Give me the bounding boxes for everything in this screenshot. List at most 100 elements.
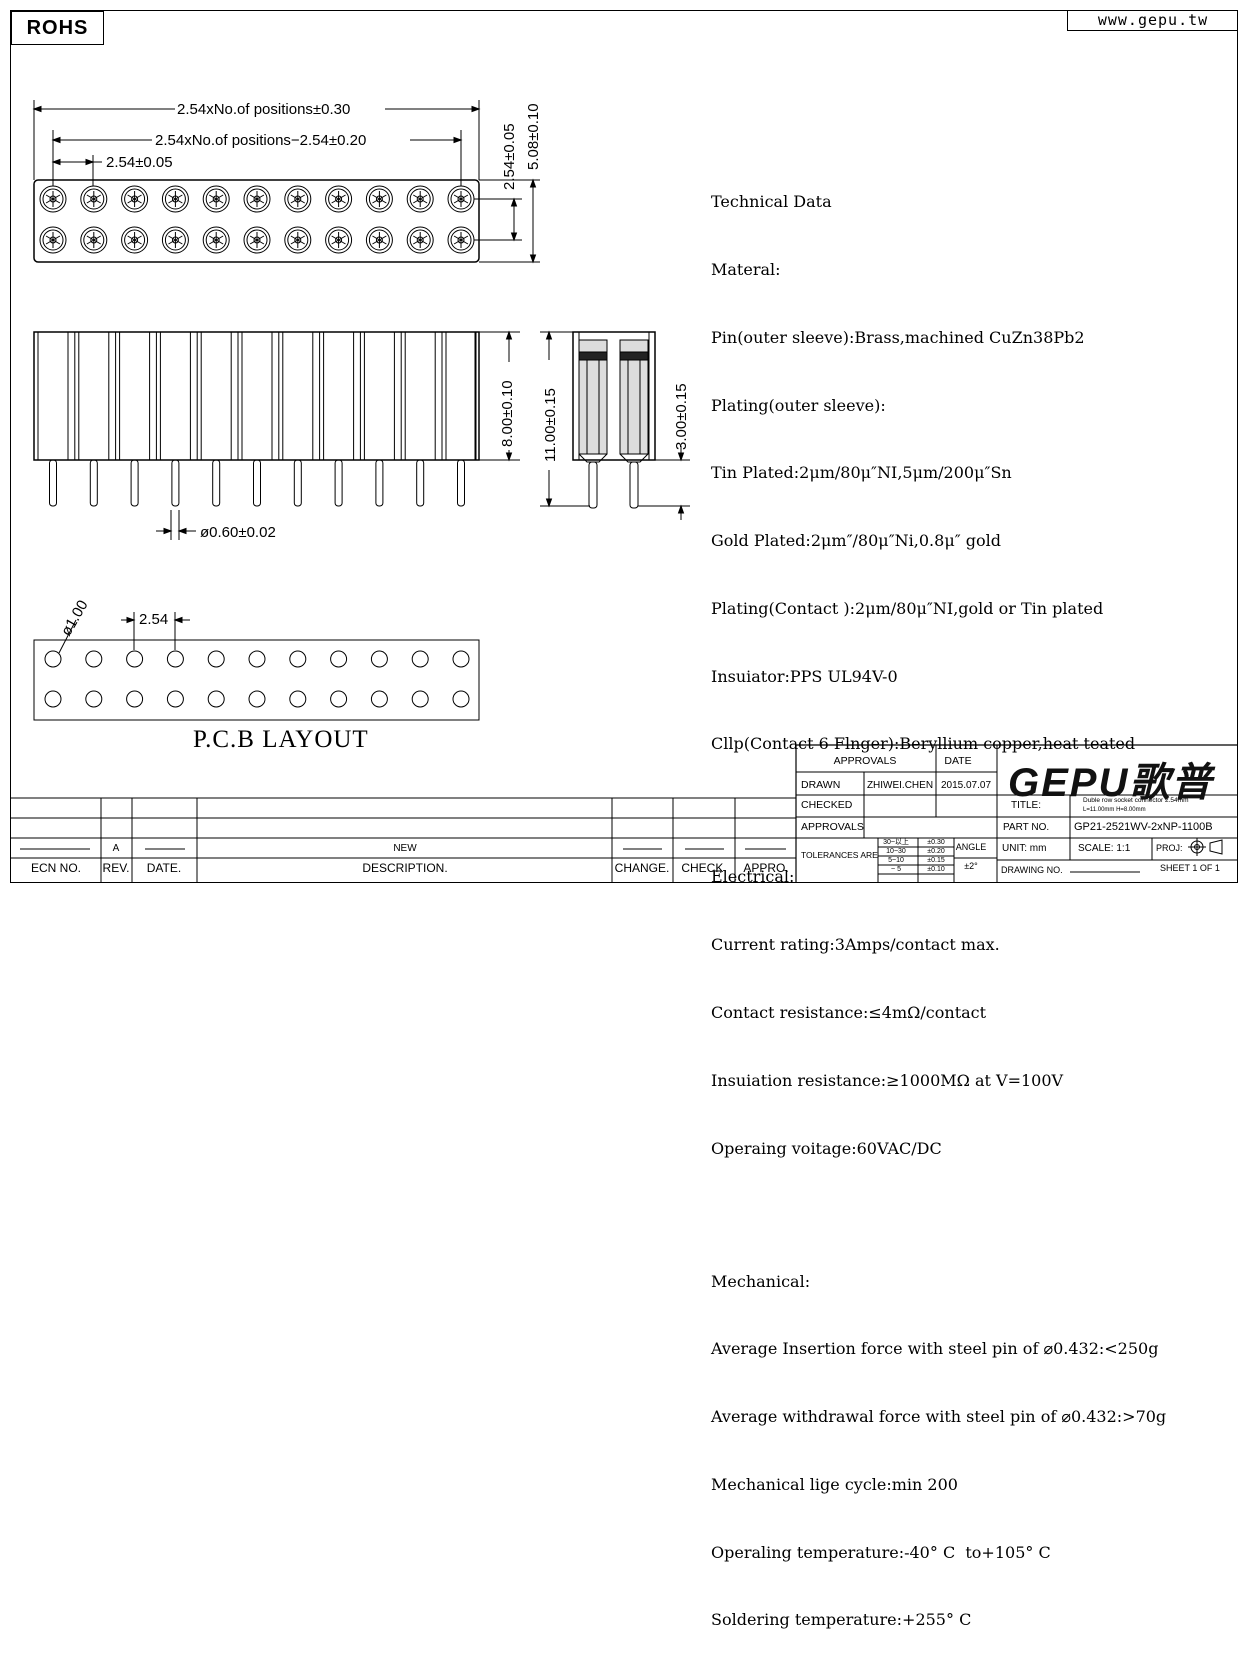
pin-tail [130, 459, 139, 507]
side-sleeve-taper [619, 453, 649, 463]
tech-line: Insuiator:PPS UL94V-0 [711, 666, 898, 686]
tb-scale-label: SCALE: 1:1 [1078, 843, 1131, 854]
dim-pin-diameter: ø0.60±0.02 [200, 524, 276, 541]
contact-finger [52, 194, 61, 200]
rev-appro-label: APPRO. [743, 861, 788, 875]
tb-drawing-no-label: DRAWING NO. [1001, 865, 1063, 875]
contact-finger [175, 198, 183, 204]
tb-tol-value-2: ±0.20 [927, 848, 945, 855]
pin-sleeve [39, 226, 67, 254]
pin-sleeve-inner [368, 188, 390, 210]
arrow-head [51, 136, 61, 144]
pin-sleeve [121, 226, 149, 254]
pin-sleeve-inner [83, 229, 105, 251]
tb-tol-range-1: 30~以上 [883, 837, 909, 846]
contact-finger [379, 198, 387, 204]
pin-sleeve-inner [164, 188, 186, 210]
contact-center [375, 195, 383, 203]
contact-center [171, 236, 179, 244]
pcb-layout-title: P.C.B LAYOUT [193, 726, 369, 753]
contact-finger [175, 194, 183, 200]
contact-finger [338, 235, 346, 241]
title-block-lines [10, 744, 1238, 883]
tech-line: Average withdrawal force with steel pin … [711, 1407, 1167, 1427]
pin-sleeve-inner [328, 229, 350, 251]
pcb-hole [166, 650, 184, 668]
contact-finger [134, 198, 142, 204]
tech-line: Electrical: [711, 867, 795, 887]
contact-finger [45, 239, 54, 245]
arrow-head [510, 232, 518, 242]
side-sleeve-taper [578, 453, 608, 463]
contact-finger [249, 198, 258, 204]
contact-finger [249, 235, 258, 241]
tech-line: Plating(Contact ):2μm/80μ″NI,gold or Tin… [711, 598, 1104, 618]
pcb-hole [330, 690, 348, 708]
contact-finger [209, 239, 217, 245]
contact-finger [413, 235, 421, 241]
contact-center [90, 195, 98, 203]
pin-tail [89, 459, 98, 507]
pin-sleeve-inner [42, 188, 64, 210]
tech-line: Materal: [711, 259, 781, 279]
tb-drawn-by: ZHIWEI.CHEN [867, 780, 933, 791]
pin-sleeve [161, 226, 189, 254]
arrow-head [163, 527, 173, 535]
contact-finger [453, 198, 462, 204]
pin-sleeve-inner [205, 229, 227, 251]
dim-pcb-hole: ø1.00 [58, 597, 92, 639]
tb-approvals-label: APPROVALS [801, 821, 864, 833]
pcb-hole [126, 650, 144, 668]
arrow-head [677, 452, 685, 462]
contact-finger [419, 235, 428, 241]
contact-finger [297, 235, 305, 241]
contact-finger [453, 239, 462, 245]
pcb-hole [207, 690, 225, 708]
contact-finger [379, 235, 387, 241]
arrow-head [505, 330, 513, 340]
tech-line: Plating(outer sleeve): [711, 395, 886, 415]
contact-finger [86, 198, 95, 204]
pin-sleeve-inner [368, 229, 390, 251]
side-sleeve-band [578, 351, 608, 361]
contact-finger [134, 194, 142, 200]
contact-center [294, 195, 302, 203]
contact-center [457, 195, 465, 203]
contact-finger [215, 198, 224, 204]
pin-sleeve [121, 185, 149, 213]
contact-finger [460, 194, 469, 200]
pin-sleeve [243, 226, 271, 254]
arrow-head [545, 330, 553, 340]
pin-sleeve-inner [287, 229, 309, 251]
pin-sleeve [80, 185, 108, 213]
contact-center [253, 236, 261, 244]
contact-finger [134, 239, 142, 245]
tb-approvals-header: APPROVALS [834, 755, 897, 767]
contact-finger [290, 235, 299, 241]
pin-sleeve-inner [409, 188, 431, 210]
contact-finger [256, 235, 265, 241]
tb-angle-value: ±2° [964, 861, 978, 871]
arrow-head [529, 178, 537, 188]
contact-finger [413, 239, 421, 245]
contact-finger [379, 239, 387, 245]
tech-line: Tin Plated:2μm/80μ″NI,5μm/200μ″Sn [711, 463, 1012, 483]
dim-row-pitch: 2.54±0.05 [501, 123, 518, 190]
contact-center [90, 236, 98, 244]
contact-finger [379, 194, 387, 200]
rev-date-label: DATE. [147, 861, 181, 875]
tb-checked-label: CHECKED [801, 799, 853, 811]
contact-finger [209, 194, 217, 200]
tb-drawn-date: 2015.07.07 [941, 780, 991, 791]
tech-line: Current rating:3Amps/contact max. [711, 935, 1000, 955]
pin-sleeve [284, 226, 312, 254]
pcb-hole [330, 650, 348, 668]
pin-sleeve [202, 226, 230, 254]
pin-tail [375, 459, 384, 507]
rev-value: A [113, 843, 120, 854]
tech-line: Operaling temperature:-40° C to+105° C [711, 1542, 1051, 1562]
contact-finger [45, 235, 54, 241]
tech-line: Operaing voitage:60VAC/DC [711, 1138, 942, 1158]
pin-tail [334, 459, 343, 507]
contact-center [171, 195, 179, 203]
